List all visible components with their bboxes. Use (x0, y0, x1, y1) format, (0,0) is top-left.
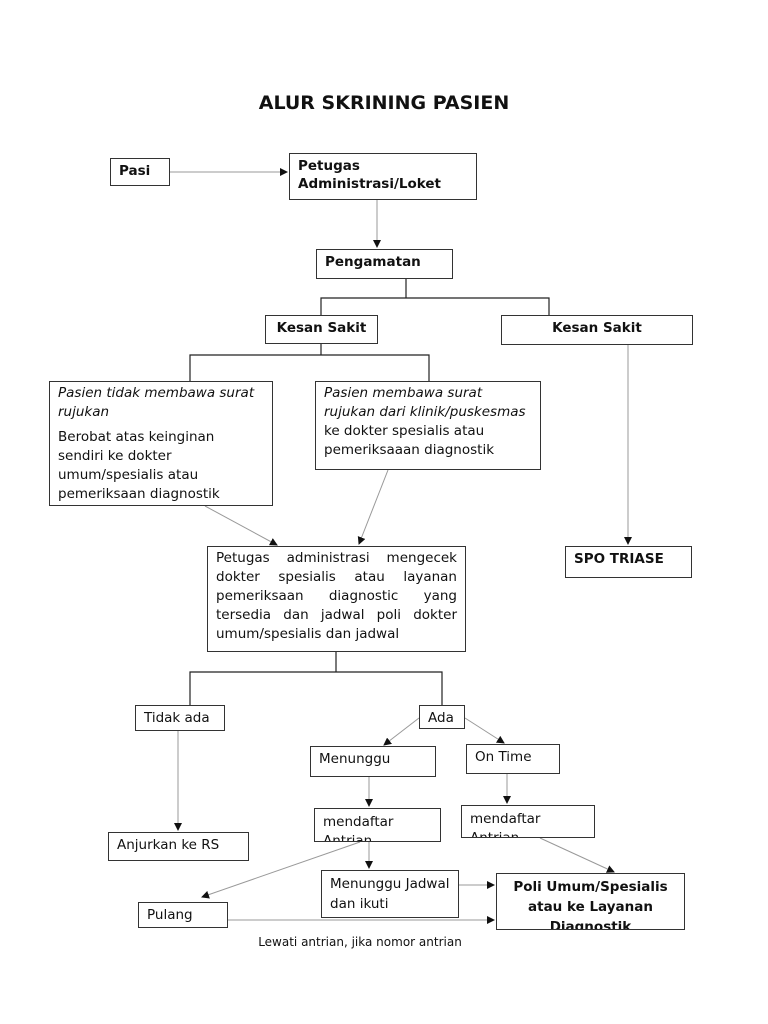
node-pengamatan: Pengamatan (316, 249, 453, 279)
node-poli: Poli Umum/Spesialis atau ke Layanan Diag… (496, 873, 685, 930)
node-kesan-sakit-right: Kesan Sakit (501, 315, 693, 345)
node-pasien: Pasi (110, 158, 170, 186)
node-mendaftar-left: mendaftar Antrian (314, 808, 441, 842)
node-menunggu-jadwal: Menunggu Jadwal dan ikuti (321, 870, 459, 918)
node-on-time: On Time (466, 744, 560, 774)
node-anjurkan: Anjurkan ke RS (108, 832, 249, 861)
tanpa-rujukan-title: Pasien tidak membawa surat rujukan (58, 385, 255, 420)
branch-ada (189, 671, 443, 705)
branch-kesan (320, 297, 550, 315)
arrow-rujukan-cek (357, 469, 389, 545)
node-tidak-ada: Tidak ada (135, 705, 225, 731)
node-tanpa-rujukan: Pasien tidak membawa surat rujukan Berob… (49, 381, 273, 506)
note-lewati-antrian: Lewati antrian, jika nomor antrian (258, 935, 462, 949)
page-title: ALUR SKRINING PASIEN (258, 92, 510, 114)
arrow-ada-ontime (464, 717, 505, 744)
rujukan-italic: Pasien membawa surat rujukan dari klinik… (324, 385, 526, 420)
rujukan-body: ke dokter spesialis atau pemeriksaaan di… (324, 423, 495, 458)
node-menunggu: Menunggu (310, 746, 436, 777)
arrow-mendaftar-poli (539, 837, 615, 873)
node-spo-triase: SPO TRIASE (565, 546, 692, 578)
tanpa-rujukan-body: Berobat atas keinginan sendiri ke dokter… (58, 429, 220, 502)
node-ada: Ada (419, 705, 465, 729)
node-kesan-sakit-left: Kesan Sakit (265, 315, 378, 344)
node-pulang: Pulang (138, 902, 228, 928)
arrow-mendaftar-pulang (201, 841, 361, 899)
branch-rujukan (189, 354, 430, 381)
node-petugas-cek: Petugas administrasi mengecek dokter spe… (207, 546, 466, 652)
node-mendaftar-right: mendaftar Antrian (461, 805, 595, 838)
node-rujukan: Pasien membawa surat rujukan dari klinik… (315, 381, 541, 470)
arrow-tanpa-rujukan-cek (204, 505, 278, 546)
node-petugas-loket: Petugas Administrasi/Loket (289, 153, 477, 200)
arrow-ada-menunggu (383, 717, 420, 746)
